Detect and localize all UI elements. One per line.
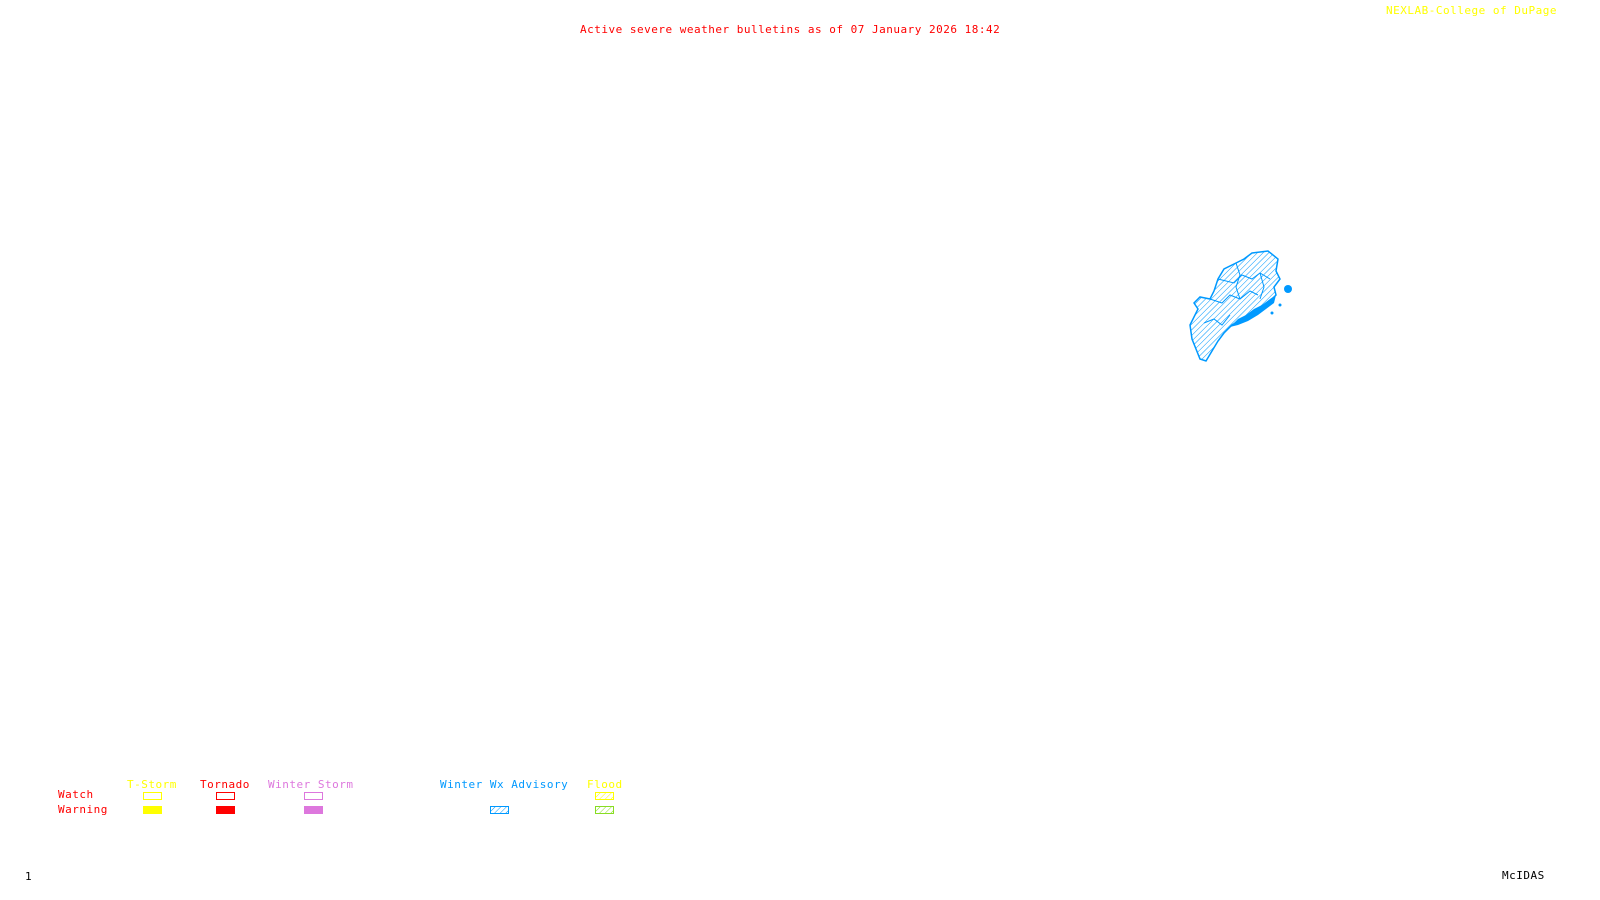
legend-col-winter-advisory: Winter Wx Advisory bbox=[440, 778, 569, 791]
tstorm-watch-swatch bbox=[143, 792, 162, 800]
winter-wx-advisory-area bbox=[1189, 250, 1292, 362]
tstorm-warning-swatch bbox=[143, 806, 162, 814]
legend-row-warning: Warning bbox=[58, 803, 108, 816]
credit-label: NEXLAB-College of DuPage bbox=[1386, 4, 1557, 17]
legend-col-winter-storm: Winter Storm bbox=[268, 778, 354, 791]
winter-storm-warning-swatch bbox=[304, 806, 323, 814]
legend-col-tstorm: T-Storm bbox=[127, 778, 177, 791]
winter-advisory-swatch bbox=[490, 806, 509, 814]
frame-number: 1 bbox=[25, 870, 33, 883]
legend-row-watch: Watch bbox=[58, 788, 94, 801]
tornado-watch-swatch bbox=[216, 792, 235, 800]
legend-col-flood: Flood bbox=[587, 778, 623, 791]
tornado-warning-swatch bbox=[216, 806, 235, 814]
winter-storm-watch-swatch bbox=[304, 792, 323, 800]
software-label: McIDAS bbox=[1502, 869, 1545, 882]
flood-watch-swatch bbox=[595, 792, 614, 800]
advisory-map-region bbox=[1189, 250, 1292, 362]
bulletin-title: Active severe weather bulletins as of 07… bbox=[580, 23, 1001, 36]
legend-col-tornado: Tornado bbox=[200, 778, 250, 791]
flood-warning-swatch bbox=[595, 806, 614, 814]
